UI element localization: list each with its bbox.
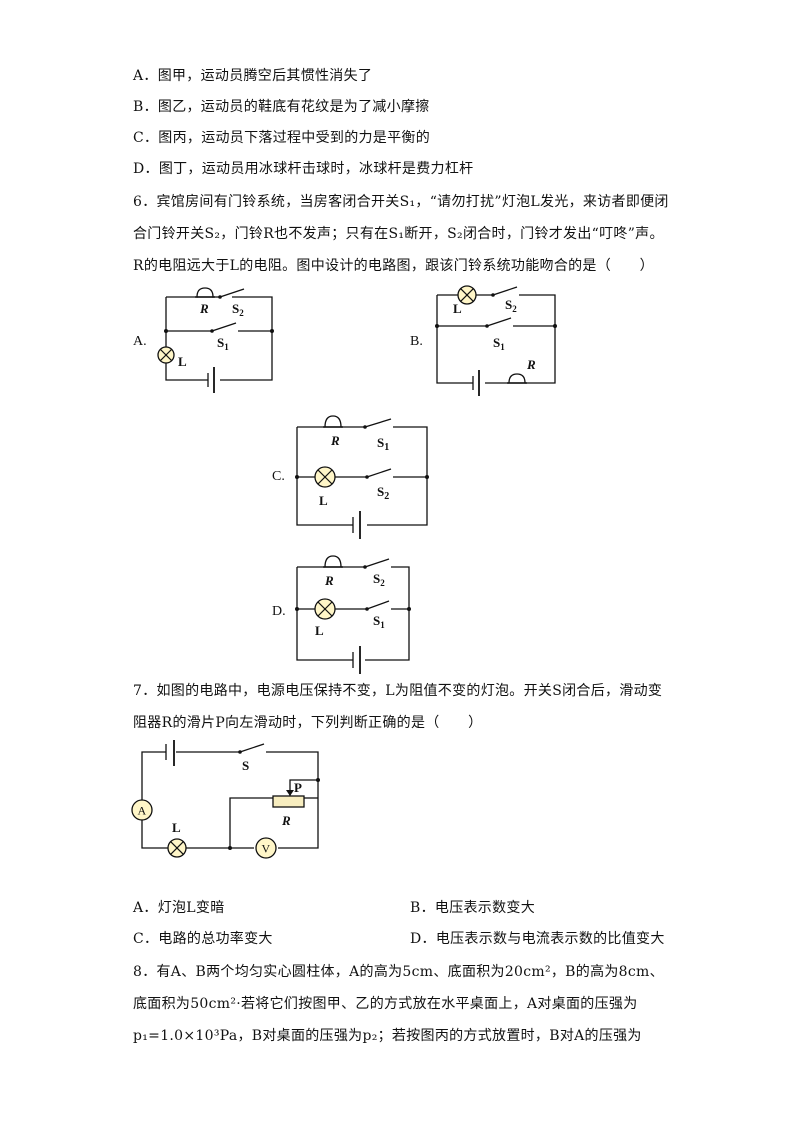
lamp-icon <box>167 838 187 858</box>
q6-stem-line1: 6．宾馆房间有门铃系统，当房客闭合开关S₁，“请勿打扰”灯泡L发光，来访者即便闭 <box>133 194 669 210</box>
svg-text:L: L <box>315 623 324 638</box>
circuit-b: L S2 S1 R <box>435 285 557 396</box>
q6-option-a-label: A. <box>133 334 147 349</box>
svg-text:S1: S1 <box>377 435 389 453</box>
ammeter-icon: A <box>131 799 153 821</box>
q5-option-a: A．图甲，运动员腾空后其惯性消失了 <box>133 68 373 84</box>
q8-stem-line1: 8．有A、B两个均匀实心圆柱体，A的高为5cm、底面积为20cm²，B的高为8c… <box>133 964 664 980</box>
svg-text:R: R <box>324 573 334 588</box>
bell-icon <box>323 415 343 428</box>
lamp-icon <box>157 346 175 364</box>
voltmeter-icon: V <box>255 837 277 859</box>
q5-option-c: C．图丙，运动员下落过程中受到的力是平衡的 <box>133 130 431 146</box>
bell-icon <box>507 373 527 384</box>
svg-text:R: R <box>281 813 291 828</box>
svg-text:L: L <box>172 820 181 835</box>
svg-text:S2: S2 <box>505 297 517 314</box>
circuit-d: R S2 S1 L <box>295 555 411 674</box>
svg-text:S2: S2 <box>373 571 385 588</box>
svg-text:S: S <box>242 758 249 773</box>
svg-text:P: P <box>294 780 302 795</box>
lamp-icon <box>314 598 336 620</box>
q6-option-b-label: B. <box>410 334 423 349</box>
bell-icon <box>323 555 343 568</box>
q6-option-d-label: D. <box>272 604 286 619</box>
q7-option-a: A．灯泡L变暗 <box>133 900 225 916</box>
q7-option-b: B．电压表示数变大 <box>410 900 535 916</box>
svg-text:R: R <box>199 301 209 316</box>
svg-text:S1: S1 <box>217 335 229 352</box>
q6-stem-line3: R的电阻远大于L的电阻。图中设计的电路图，跟该门铃系统功能吻合的是（ ） <box>133 258 654 274</box>
q5-option-b: B．图乙，运动员的鞋底有花纹是为了减小摩擦 <box>133 99 430 115</box>
bell-icon <box>195 287 215 298</box>
svg-text:S2: S2 <box>377 484 389 502</box>
svg-text:R: R <box>526 357 536 372</box>
circuit-q7: A V S P R L <box>131 740 320 859</box>
q7-option-d: D．电压表示数与电流表示数的比值变大 <box>410 931 665 947</box>
svg-text:S1: S1 <box>373 613 385 630</box>
svg-text:A: A <box>138 804 147 818</box>
q7-stem-line2: 阻器R的滑片P向左滑动时，下列判断正确的是（ ） <box>133 715 483 731</box>
q6-option-c-label: C. <box>272 469 285 484</box>
circuit-a: R S2 S1 L <box>157 287 274 393</box>
svg-text:L: L <box>178 354 187 369</box>
svg-text:L: L <box>453 301 462 316</box>
svg-text:S2: S2 <box>232 301 244 318</box>
svg-text:L: L <box>319 493 328 508</box>
svg-text:S1: S1 <box>493 335 505 352</box>
lamp-icon <box>457 285 477 305</box>
q5-option-d: D．图丁，运动员用冰球杆击球时，冰球杆是费力杠杆 <box>133 161 474 177</box>
q7-stem-line1: 7．如图的电路中，电源电压保持不变，L为阻值不变的灯泡。开关S闭合后，滑动变 <box>133 683 663 699</box>
circuit-c: R S1 S2 L <box>295 415 429 539</box>
svg-text:V: V <box>262 842 271 856</box>
svg-text:R: R <box>330 433 340 448</box>
q8-stem-line2: 底面积为50cm²·若将它们按图甲、乙的方式放在水平桌面上，A对桌面的压强为 <box>133 996 638 1012</box>
q6-stem-line2: 合门铃开关S₂，门铃R也不发声；只有在S₁断开，S₂闭合时，门铃才发出“叮咚”声… <box>133 226 664 242</box>
q7-option-c: C．电路的总功率变大 <box>133 931 273 947</box>
q8-stem-line3: p₁=1.0×10³Pa，B对桌面的压强为p₂；若按图丙的方式放置时，B对A的压… <box>133 1028 642 1044</box>
lamp-icon <box>314 466 336 488</box>
rheostat <box>272 795 305 808</box>
